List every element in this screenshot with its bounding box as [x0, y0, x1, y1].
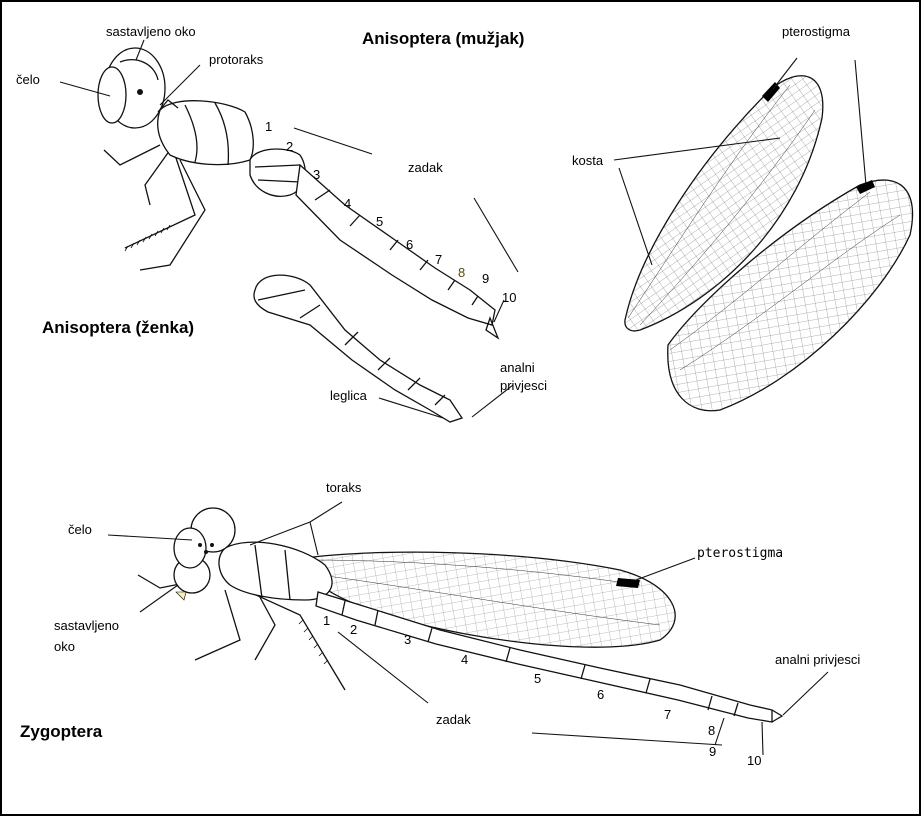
male-segment-9: 9: [482, 271, 489, 286]
label-anal-appendages-female-2: privjesci: [500, 378, 547, 393]
male-segment-3: 3: [313, 167, 320, 182]
label-costa: kosta: [572, 153, 604, 168]
zyg-segment-8: 8: [708, 723, 715, 738]
male-segment-7: 7: [435, 252, 442, 267]
zyg-segment-9: 9: [709, 744, 716, 759]
zygoptera-title: Zygoptera: [20, 722, 103, 741]
male-segment-8: 8: [458, 265, 465, 280]
label-prothorax: protoraks: [209, 52, 264, 67]
zyg-segment-4: 4: [461, 652, 468, 667]
label-ovipositor: leglica: [330, 388, 368, 403]
zyg-segment-6: 6: [597, 687, 604, 702]
zyg-segment-5: 5: [534, 671, 541, 686]
zyg-segment-3: 3: [404, 632, 411, 647]
label-compound-eye-male: sastavljeno oko: [106, 24, 196, 39]
label-abdomen-zygoptera: zadak: [436, 712, 471, 727]
male-segment-6: 6: [406, 237, 413, 252]
male-segment-1: 1: [265, 119, 272, 134]
label-frons-male: čelo: [16, 72, 40, 87]
zyg-segment-2: 2: [350, 622, 357, 637]
zyg-segment-10: 10: [747, 753, 761, 768]
male-segment-2: 2: [286, 139, 293, 154]
label-frons-zygoptera: čelo: [68, 522, 92, 537]
label-pterostigma-zygoptera: pterostigma: [697, 546, 783, 561]
anisoptera-male-title: Anisoptera (mužjak): [362, 29, 524, 48]
zygoptera-figure: [138, 508, 782, 722]
male-segment-10: 10: [502, 290, 516, 305]
label-abdomen-male: zadak: [408, 160, 443, 175]
label-thorax: toraks: [326, 480, 362, 495]
label-pterostigma-male-forewing: pterostigma: [782, 24, 851, 39]
label-anal-appendages-zygoptera: analni privjesci: [775, 652, 860, 667]
label-compound-eye-zygoptera-1: sastavljeno: [54, 618, 119, 633]
male-segment-5: 5: [376, 214, 383, 229]
male-segment-4: 4: [344, 196, 351, 211]
anisoptera-female-title: Anisoptera (ženka): [42, 318, 194, 337]
label-anal-appendages-female-1: analni: [500, 360, 535, 375]
label-compound-eye-zygoptera-2: oko: [54, 639, 75, 654]
anisoptera-male-wings: [625, 76, 913, 411]
zyg-segment-7: 7: [664, 707, 671, 722]
zyg-segment-1: 1: [323, 613, 330, 628]
